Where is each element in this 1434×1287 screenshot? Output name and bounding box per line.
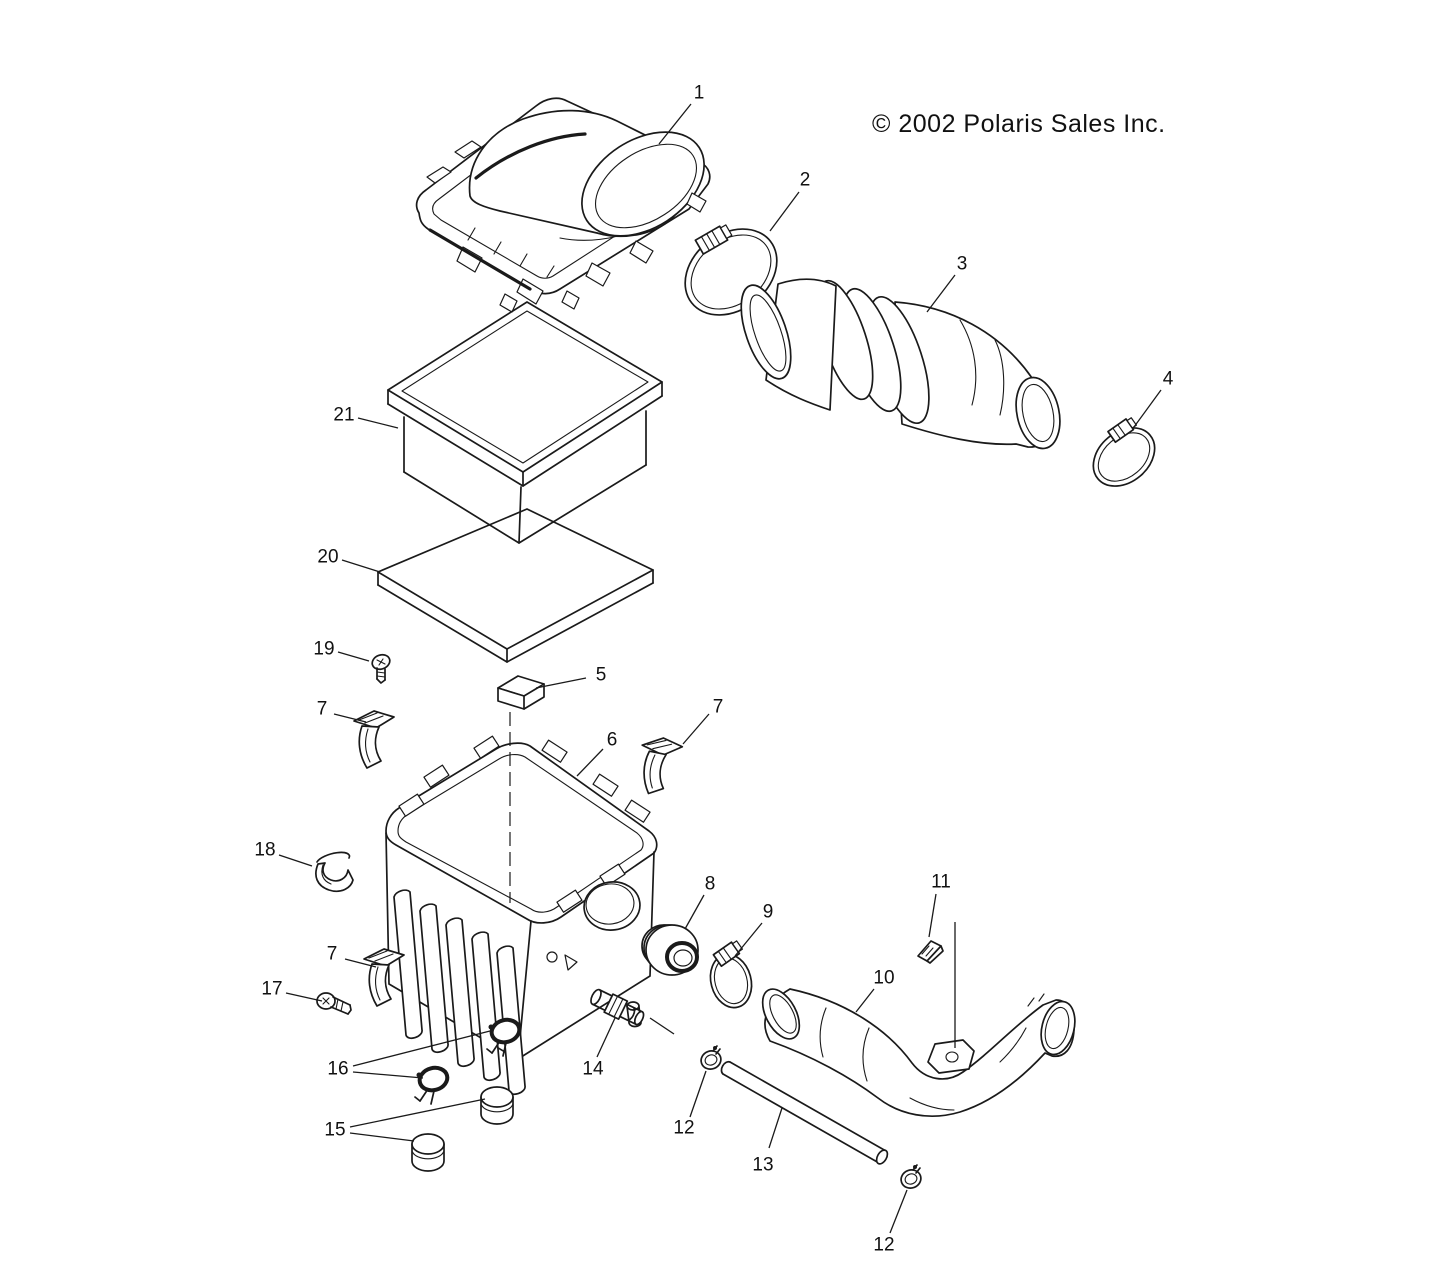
part-cap-15a	[480, 1086, 514, 1125]
callout-15-20: 15	[324, 1120, 345, 1141]
leader-line-17-17	[285, 992, 323, 1002]
part-clip-7b	[641, 737, 684, 795]
callout-17-17: 17	[261, 979, 282, 1000]
part-clip-7c	[363, 948, 405, 1007]
part-intake-duct	[761, 988, 1076, 1118]
callout-2-1: 2	[800, 170, 811, 191]
callout-9-13: 9	[763, 902, 774, 923]
drain-ribs	[393, 889, 526, 1096]
leader-line-1-0	[658, 103, 692, 145]
leader-line-8-12	[684, 894, 705, 930]
callout-11-14: 11	[931, 872, 951, 893]
callout-7-9: 7	[713, 697, 724, 718]
leader-line-7-16	[344, 958, 377, 968]
part-clip-7a	[353, 710, 395, 769]
part-cap-15b	[411, 1133, 445, 1172]
leader-line-5-7	[535, 677, 587, 689]
leader-line-14-18	[596, 1017, 616, 1058]
leader-line-9-13	[734, 922, 763, 957]
callout-14-18: 14	[582, 1059, 604, 1080]
leader-line-19-6	[337, 651, 370, 662]
part-small-clamp-12a	[700, 1045, 722, 1070]
part-block-5	[497, 675, 545, 710]
callout-7-8: 7	[317, 699, 328, 720]
copyright-text: © 2002 Polaris Sales Inc.	[872, 110, 1166, 138]
rim-tabs	[398, 735, 651, 913]
part-tube-13	[720, 1060, 889, 1165]
part-airbox-cover	[415, 97, 711, 313]
callout-5-7: 5	[596, 665, 607, 686]
callout-7-16: 7	[327, 944, 338, 965]
part-spring-clamp-16b	[414, 1065, 450, 1105]
leader-line-15-20	[349, 1098, 486, 1128]
callout-21-4: 21	[333, 405, 354, 426]
leader-line-4-3	[1133, 389, 1162, 428]
leader-line-13-22	[768, 1107, 783, 1149]
leader-line-16-19	[352, 1071, 424, 1079]
leader-line-7-9	[682, 713, 710, 745]
leader-line-6-10	[576, 748, 604, 777]
callout-8-12: 8	[705, 874, 716, 895]
callout-10-15: 10	[873, 968, 894, 989]
leader-line-18-11	[278, 854, 313, 867]
leader-line-12-21	[689, 1070, 707, 1118]
part-clamp-4	[1092, 417, 1156, 487]
callout-18-11: 18	[254, 840, 275, 861]
part-screw-19	[371, 653, 391, 684]
leader-line-10-15	[855, 988, 875, 1013]
part-spring-clamp-16a	[486, 1017, 522, 1057]
callout-16-19: 16	[327, 1059, 348, 1080]
part-small-clamp-12b	[900, 1164, 922, 1189]
part-screw-17	[316, 992, 352, 1015]
part-foam-sheet	[377, 508, 654, 663]
part-fitting-14	[590, 988, 675, 1035]
leader-line-15-20	[349, 1132, 415, 1142]
part-screw-11	[917, 922, 956, 1048]
part-filter-element	[387, 301, 663, 544]
callout-4-3: 4	[1163, 369, 1174, 390]
leader-line-7-8	[333, 713, 367, 723]
callout-1-0: 1	[694, 83, 705, 104]
part-clamp-9	[709, 940, 753, 1009]
callout-12-23: 12	[873, 1235, 894, 1256]
leader-line-12-23	[889, 1189, 908, 1234]
part-intake-boot	[740, 278, 1061, 450]
part-airbox-base	[385, 712, 658, 1096]
part-grommet-8	[641, 924, 699, 976]
callout-3-2: 3	[957, 254, 968, 275]
part-clip-18	[315, 851, 354, 893]
leader-line-2-1	[769, 191, 800, 232]
leader-line-21-4	[357, 417, 399, 429]
leader-line-3-2	[926, 274, 956, 313]
callout-19-6: 19	[313, 639, 334, 660]
leader-line-11-14	[928, 893, 937, 938]
callout-13-22: 13	[752, 1155, 773, 1176]
callout-6-10: 6	[607, 730, 618, 751]
leader-line-16-19	[352, 1030, 491, 1067]
leader-line-20-5	[341, 559, 381, 573]
callout-20-5: 20	[317, 547, 338, 568]
callout-12-21: 12	[673, 1118, 694, 1139]
